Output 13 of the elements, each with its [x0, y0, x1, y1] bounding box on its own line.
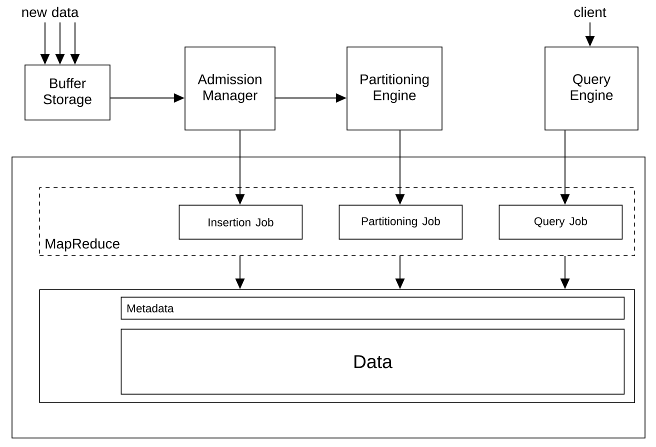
process-box: Partitioning Engine — [346, 46, 442, 130]
container-box — [39, 289, 635, 403]
process-box: Metadata — [120, 296, 625, 320]
process-box: Query Job — [498, 204, 623, 240]
process-box: Insertion Job — [178, 204, 303, 240]
process-box: Partitioning Job — [338, 204, 463, 240]
input-label: client — [574, 6, 606, 18]
process-box: Admission Manager — [184, 46, 276, 130]
process-box: Data — [120, 328, 625, 395]
process-box: Query Engine — [544, 46, 638, 130]
container-box — [12, 156, 646, 438]
process-box: Buffer Storage — [24, 64, 110, 120]
input-label: new data — [22, 6, 79, 18]
